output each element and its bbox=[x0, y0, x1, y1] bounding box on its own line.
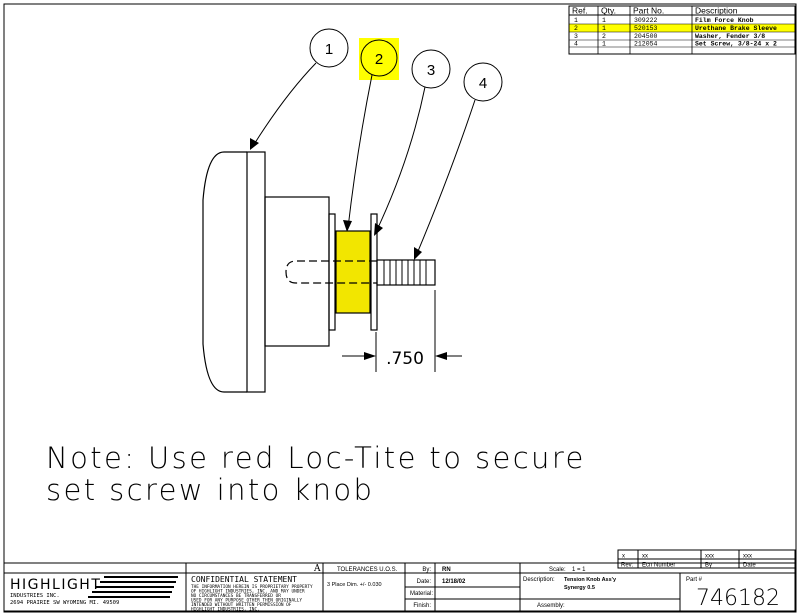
company-address: 2694 PRAIRIE SW WYOMING MI. 49509 bbox=[10, 600, 119, 606]
bom-row-ref: 1 bbox=[574, 17, 578, 24]
tolerances-label: TOLERANCES U.O.S. bbox=[337, 567, 398, 573]
bom-row-part: 204500 bbox=[634, 33, 658, 40]
bom-row-qty: 2 bbox=[602, 33, 606, 40]
bom-row-desc: Film Force Knob bbox=[695, 17, 754, 24]
revision-block: x xx xxx xxx Rev: Ecn Number By Date bbox=[617, 549, 796, 569]
rev-row1-col1: x bbox=[622, 554, 625, 560]
knob-body bbox=[246, 151, 266, 393]
dimension-screw-length bbox=[342, 290, 462, 372]
rev-row1-col4: xxx bbox=[743, 554, 752, 560]
description-label: Description: bbox=[523, 577, 555, 583]
confidential-title: CONFIDENTIAL STATEMENT bbox=[191, 575, 297, 584]
bom-header-ref: Ref. bbox=[572, 6, 588, 16]
screw-threads bbox=[383, 260, 427, 285]
confidential-line: THE INFORMATION HEREIN IS PROPRIETARY PR… bbox=[191, 584, 313, 590]
leader-4 bbox=[415, 99, 476, 257]
confidential-line: NO CIRCUMSTANCES BE TRANSFERRED OR bbox=[191, 593, 281, 599]
part-number-label: Part # bbox=[686, 577, 703, 583]
bom-highlight-row bbox=[569, 24, 795, 32]
company-subtitle: INDUSTRIES INC. bbox=[10, 593, 60, 599]
date-label: Date: bbox=[417, 579, 432, 585]
balloon-2-label: 2 bbox=[375, 51, 383, 68]
bom-row-ref: 3 bbox=[574, 33, 578, 40]
confidential-statement: CONFIDENTIAL STATEMENT THE INFORMATION H… bbox=[191, 575, 313, 613]
bom-header-part: Part No. bbox=[633, 6, 664, 16]
date-value: 12/18/02 bbox=[442, 579, 466, 585]
bom-row-part: 309222 bbox=[634, 17, 658, 24]
note-line-2: set screw into knob bbox=[46, 473, 374, 507]
leader-1 bbox=[252, 62, 317, 147]
balloon-1: 1 bbox=[309, 28, 349, 68]
rev-by-label: By bbox=[705, 563, 712, 569]
company-logo: HIGHLIGHT INDUSTRIES INC. 2694 PRAIRIE S… bbox=[10, 576, 178, 606]
bom-row-qty: 1 bbox=[602, 17, 606, 24]
urethane-brake-sleeve bbox=[335, 230, 371, 314]
sheet-border bbox=[3, 3, 797, 613]
part-number: 746182 bbox=[696, 586, 780, 611]
leader-3 bbox=[375, 86, 426, 233]
confidential-line: HIGHLIGHT INDUSTRIES, INC. bbox=[191, 607, 260, 613]
bom-table: Ref. Qty. Part No. Description 1 1 30922… bbox=[568, 5, 796, 55]
set-screw-hidden bbox=[285, 260, 377, 284]
rev-row1-col3: xxx bbox=[705, 554, 714, 560]
material-label: Material: bbox=[410, 591, 433, 597]
three-place-tolerance: 3 Place Dim. +/- 0.030 bbox=[327, 582, 382, 588]
balloon-1-label: 1 bbox=[325, 41, 333, 58]
bom-row-qty: 1 bbox=[602, 25, 606, 32]
sheet-size: A bbox=[313, 564, 321, 574]
confidential-line: USED FOR ANY PURPOSE OTHER THEN ORIGINAL… bbox=[191, 598, 302, 604]
scale-label: Scale: bbox=[549, 567, 566, 573]
bom-header-qty: Qty. bbox=[601, 6, 616, 16]
bom-row-desc: Washer, Fender 3/8 bbox=[695, 33, 765, 40]
description-line-2: Synergy 0.5 bbox=[564, 585, 595, 591]
leader-lines bbox=[250, 62, 476, 260]
bom-row-desc: Urethane Brake Sleeve bbox=[695, 25, 777, 32]
knob-dome bbox=[202, 151, 247, 393]
bom-row-part: 520153 bbox=[634, 25, 658, 32]
balloon-3-label: 3 bbox=[427, 62, 435, 79]
description-line-1: Tension Knob Ass'y bbox=[564, 577, 617, 583]
dimension-label: .750 bbox=[386, 349, 424, 369]
scale-value: 1 = 1 bbox=[572, 567, 586, 573]
ecn-label: Ecn Number bbox=[642, 563, 675, 569]
confidential-line: OF HIGHLIGHT INDUSTRIES, INC. AND MAY UN… bbox=[191, 589, 305, 595]
washer-left bbox=[328, 213, 336, 331]
note-line-1: Note: Use red Loc-Tite to secure bbox=[46, 441, 586, 475]
company-name: HIGHLIGHT bbox=[10, 577, 101, 593]
by-label: By: bbox=[422, 567, 431, 573]
bom-row-qty: 1 bbox=[602, 41, 606, 48]
balloon-4-label: 4 bbox=[479, 75, 487, 92]
knob-hub bbox=[264, 196, 330, 347]
balloon-2: 2 bbox=[359, 38, 399, 80]
bom-row-ref: 4 bbox=[574, 41, 578, 48]
confidential-line: INTENDED WITHOUT WRITTEN PERMISSION OF bbox=[191, 602, 292, 608]
assembly-label: Assembly: bbox=[537, 603, 565, 609]
knob-assembly-drawing bbox=[202, 151, 436, 393]
set-screw bbox=[376, 259, 436, 286]
bom-header-description: Description bbox=[695, 6, 738, 16]
balloon-4: 4 bbox=[463, 62, 503, 102]
title-block bbox=[3, 562, 796, 612]
by-value: RN bbox=[442, 567, 451, 573]
leader-2 bbox=[347, 74, 373, 229]
rev-label: Rev: bbox=[621, 563, 634, 569]
logo-stripes bbox=[88, 576, 178, 598]
bom-row-ref: 2 bbox=[574, 25, 578, 32]
rev-row1-col2: xx bbox=[642, 554, 648, 560]
finish-label: Finish: bbox=[413, 603, 431, 609]
bom-row-part: 212054 bbox=[634, 41, 658, 48]
rev-date-label: Date bbox=[743, 563, 756, 569]
balloon-3: 3 bbox=[411, 49, 451, 89]
bom-row-desc: Set Screw, 3/8-24 x 2 bbox=[695, 41, 777, 48]
